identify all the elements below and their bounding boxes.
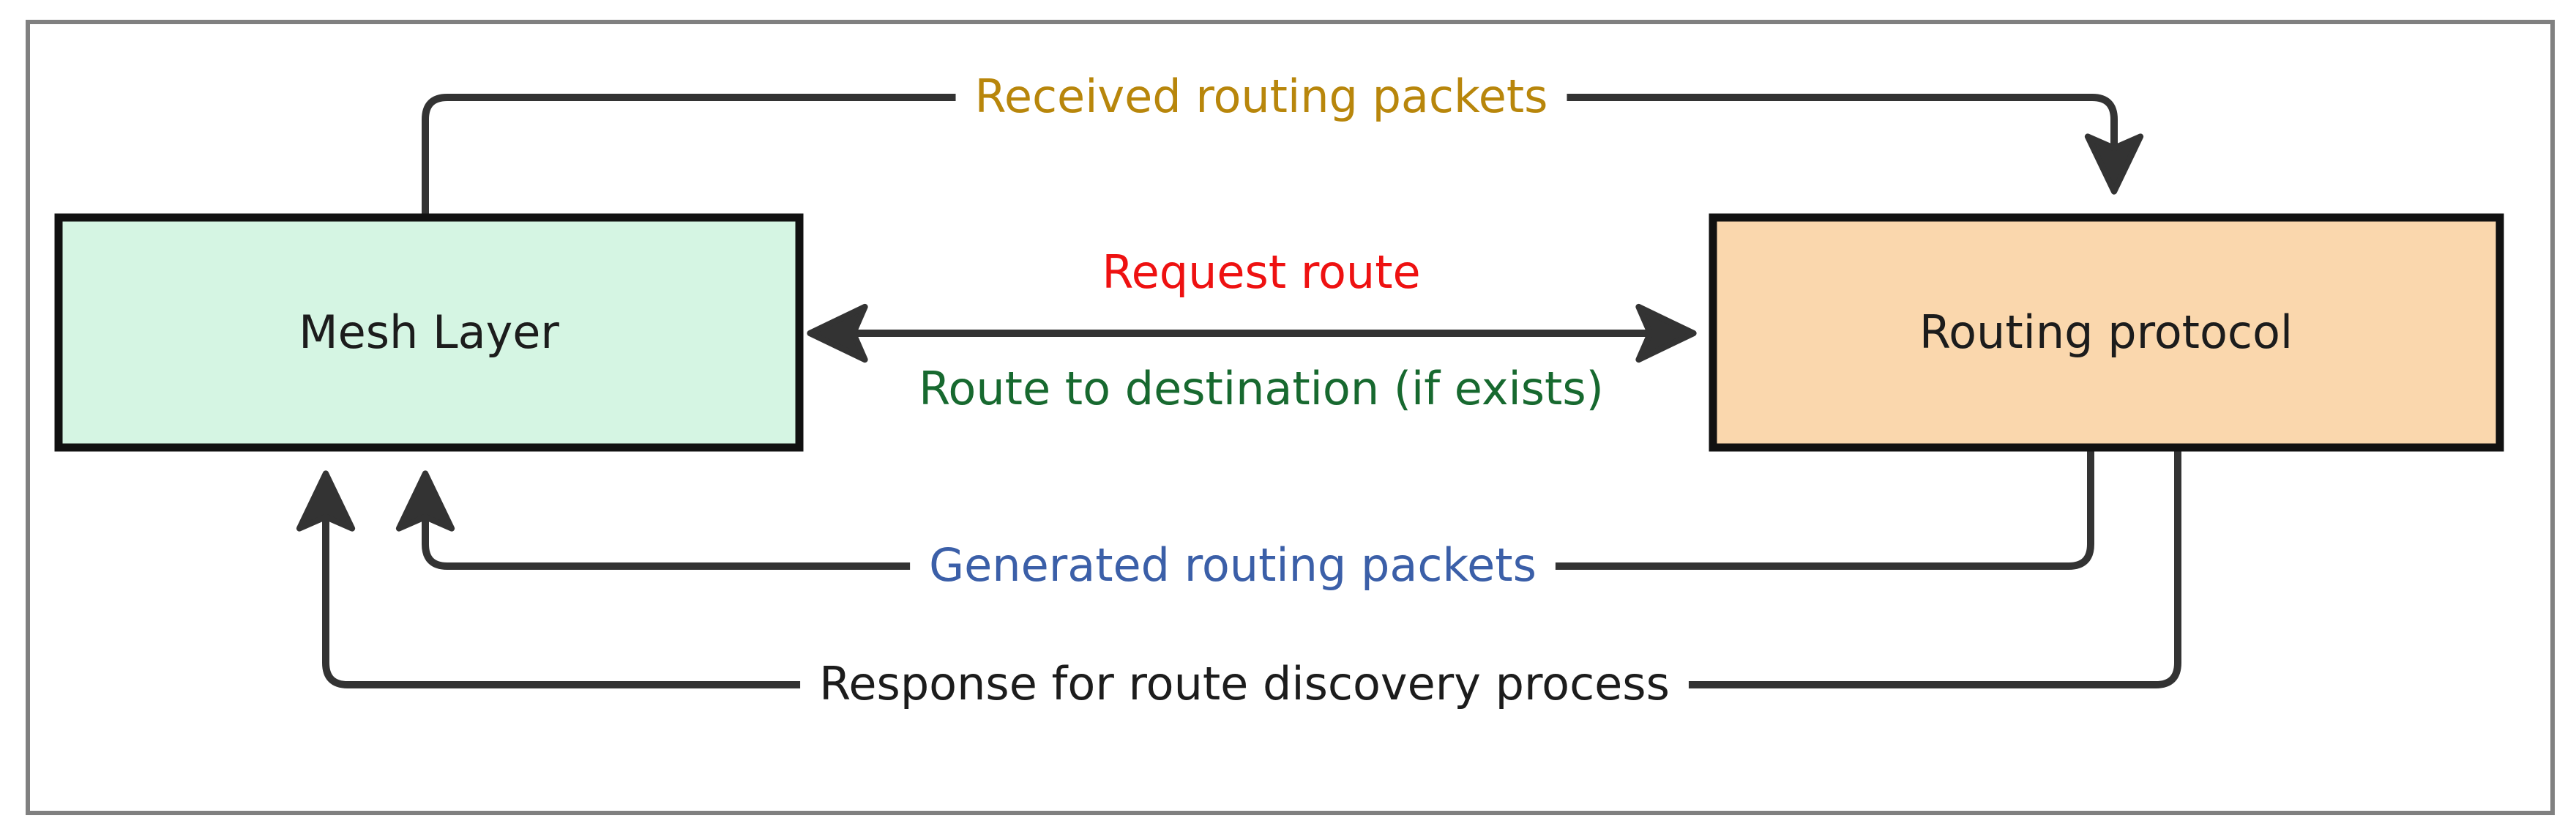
edge-request-route-label: Request route bbox=[1102, 245, 1420, 299]
node-routing-protocol[interactable]: Routing protocol bbox=[1709, 213, 2504, 452]
edge-generated-routing-packets: Generated routing packets bbox=[395, 451, 2094, 597]
figure-frame bbox=[26, 20, 2555, 815]
edge-label-backdrop bbox=[955, 65, 1567, 128]
edge-response-for-route-discovery-label: Response for route discovery process bbox=[819, 657, 1670, 710]
edge-label-backdrop bbox=[900, 357, 1623, 420]
edge-received-routing-packets: Received routing packets bbox=[422, 65, 2144, 214]
edge-received-routing-packets-label: Received routing packets bbox=[975, 70, 1548, 123]
edge-label-backdrop bbox=[1083, 241, 1440, 304]
edge-generated-routing-packets-label: Generated routing packets bbox=[929, 538, 1537, 592]
node-mesh-layer-box[interactable] bbox=[54, 213, 804, 452]
edge-label-backdrop bbox=[910, 534, 1556, 597]
node-routing-protocol-label: Routing protocol bbox=[1919, 305, 2293, 359]
edge-request-route: Request route bbox=[820, 241, 1697, 363]
node-mesh-layer[interactable]: Mesh Layer bbox=[54, 213, 804, 452]
node-mesh-layer-label: Mesh Layer bbox=[299, 305, 559, 359]
edge-response-for-route-discovery: Response for route discovery process bbox=[296, 451, 2181, 716]
edge-route-to-destination: Route to destination (if exists) bbox=[807, 303, 1684, 420]
node-routing-protocol-box[interactable] bbox=[1709, 213, 2504, 452]
edge-route-to-destination-label: Route to destination (if exists) bbox=[919, 362, 1604, 415]
edge-label-backdrop bbox=[800, 653, 1689, 716]
